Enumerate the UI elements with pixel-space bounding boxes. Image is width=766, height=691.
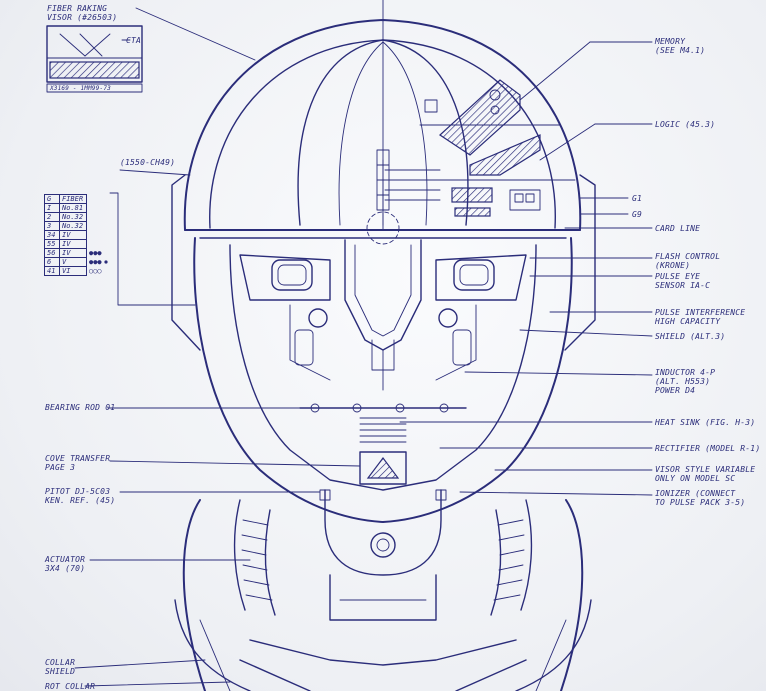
visor-title-label: FIBER RAKING VISOR (#26503) [47, 4, 118, 22]
g1-label: G1 [632, 194, 643, 203]
rot-collar-label: ROT COLLAR [45, 682, 96, 691]
cheek-mechanics [289, 304, 477, 381]
heat-sink-label: HEAT SINK (FIG. H-3) [655, 418, 756, 427]
head-dome [183, 19, 582, 239]
ionizer-label: IONIZER (CONNECT TO PULSE PACK 3-5) [655, 489, 746, 507]
cove-transfer-core [359, 451, 407, 485]
eye-left [239, 254, 331, 301]
face-plate [193, 237, 573, 523]
flash-control-label: FLASH CONTROL (KRONE) [655, 252, 721, 270]
leader-lines-left [74, 7, 361, 687]
logic-label: LOGIC (45.3) [655, 120, 716, 129]
leader-lines-right [399, 41, 653, 496]
rectifier-label: RECTIFIER (MODEL R-1) [655, 444, 761, 453]
table-header-g: G [44, 194, 60, 204]
side-plates [171, 174, 596, 351]
cove-transfer-label: COVE TRANSFER PAGE 3 [45, 454, 111, 472]
eye-right [435, 254, 527, 301]
shield-label: SHIELD (ALT.3) [655, 332, 726, 341]
jaw-assembly [319, 489, 447, 621]
memory-label: MEMORY (SEE M4.1) [655, 37, 706, 55]
g9-label: G9 [632, 210, 643, 219]
table-dots [104, 260, 108, 264]
card-line-label: CARD LINE [655, 224, 701, 233]
table-header-blank [87, 195, 105, 204]
actuator-label: ACTUATOR 3X4 (70) [45, 555, 86, 573]
visor-style-label: VISOR STYLE VARIABLE ONLY ON MODEL SC [655, 465, 756, 483]
collar [174, 499, 592, 691]
pitot-label: PITOT DJ-5C03 KEN. REF. (45) [45, 487, 116, 505]
heat-sink [299, 403, 467, 443]
bracket-note-label: (1550-CH49) [120, 158, 176, 167]
visor-note-label: CTA [126, 36, 142, 45]
neck-springs [233, 499, 533, 616]
center-sensor [366, 149, 400, 245]
table-header-row: G FIBER [44, 194, 105, 204]
visor-code-label: X3169 - 1MM99-73 [50, 85, 111, 92]
collar-shield-label: COLLAR SHIELD [45, 658, 76, 676]
pulse-interference-label: PULSE INTERFERENCE HIGH CAPACITY [655, 308, 746, 326]
inductor-label: INDUCTOR 4-P (ALT. H553) POWER D4 [655, 368, 716, 395]
memory-logic-cutaway [384, 79, 576, 217]
pulse-eye-label: PULSE EYE SENSOR IA-C [655, 272, 711, 290]
table-header-fiber: FIBER [59, 194, 87, 204]
bearing-rod-label: BEARING ROD 01 [45, 403, 116, 412]
visor-inset [46, 25, 143, 93]
